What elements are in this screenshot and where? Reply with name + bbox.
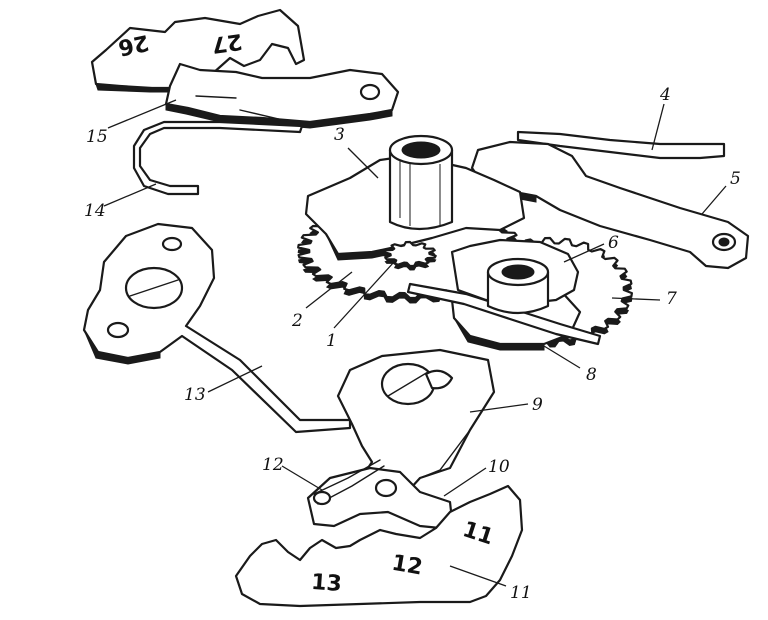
part-11-dial-fragment: 11 12 13 (234, 484, 524, 608)
callout-15: 15 (86, 127, 108, 147)
part-3-hub (388, 134, 454, 231)
callout-9: 9 (532, 395, 543, 415)
callout-11: 11 (510, 583, 532, 603)
part-14-spring (132, 120, 304, 196)
lower-dial-number-12: 12 (390, 551, 425, 581)
callout-1: 1 (326, 331, 337, 351)
callout-13: 13 (184, 385, 206, 405)
callout-6: 6 (608, 233, 619, 253)
part-1-pinion (383, 240, 437, 271)
callout-5: 5 (730, 169, 741, 189)
callout-4: 4 (659, 85, 671, 105)
callout-labels: 1 2 3 4 5 6 7 8 9 10 11 12 13 14 15 (84, 85, 741, 603)
pinion1-teeth (383, 240, 437, 268)
part-12-spring (312, 459, 385, 506)
callout-12: 12 (262, 455, 284, 475)
callout-10: 10 (488, 457, 510, 477)
part-6-collar (450, 238, 580, 315)
part-13-lever (82, 222, 352, 434)
callout-14: 14 (84, 201, 106, 221)
upper-dial-number-26: 26 (116, 29, 151, 60)
lower-dial-number-13: 13 (310, 570, 342, 597)
leader-lines (103, 99, 727, 587)
callout-2: 2 (291, 311, 303, 331)
callout-3: 3 (334, 125, 345, 145)
upper-dial-fragment: 26 27 (90, 8, 306, 93)
part-4-spring-strip (516, 130, 726, 160)
callout-8: 8 (586, 365, 597, 385)
upper-dial-number-27: 27 (210, 28, 244, 57)
callout-7: 7 (666, 289, 677, 309)
